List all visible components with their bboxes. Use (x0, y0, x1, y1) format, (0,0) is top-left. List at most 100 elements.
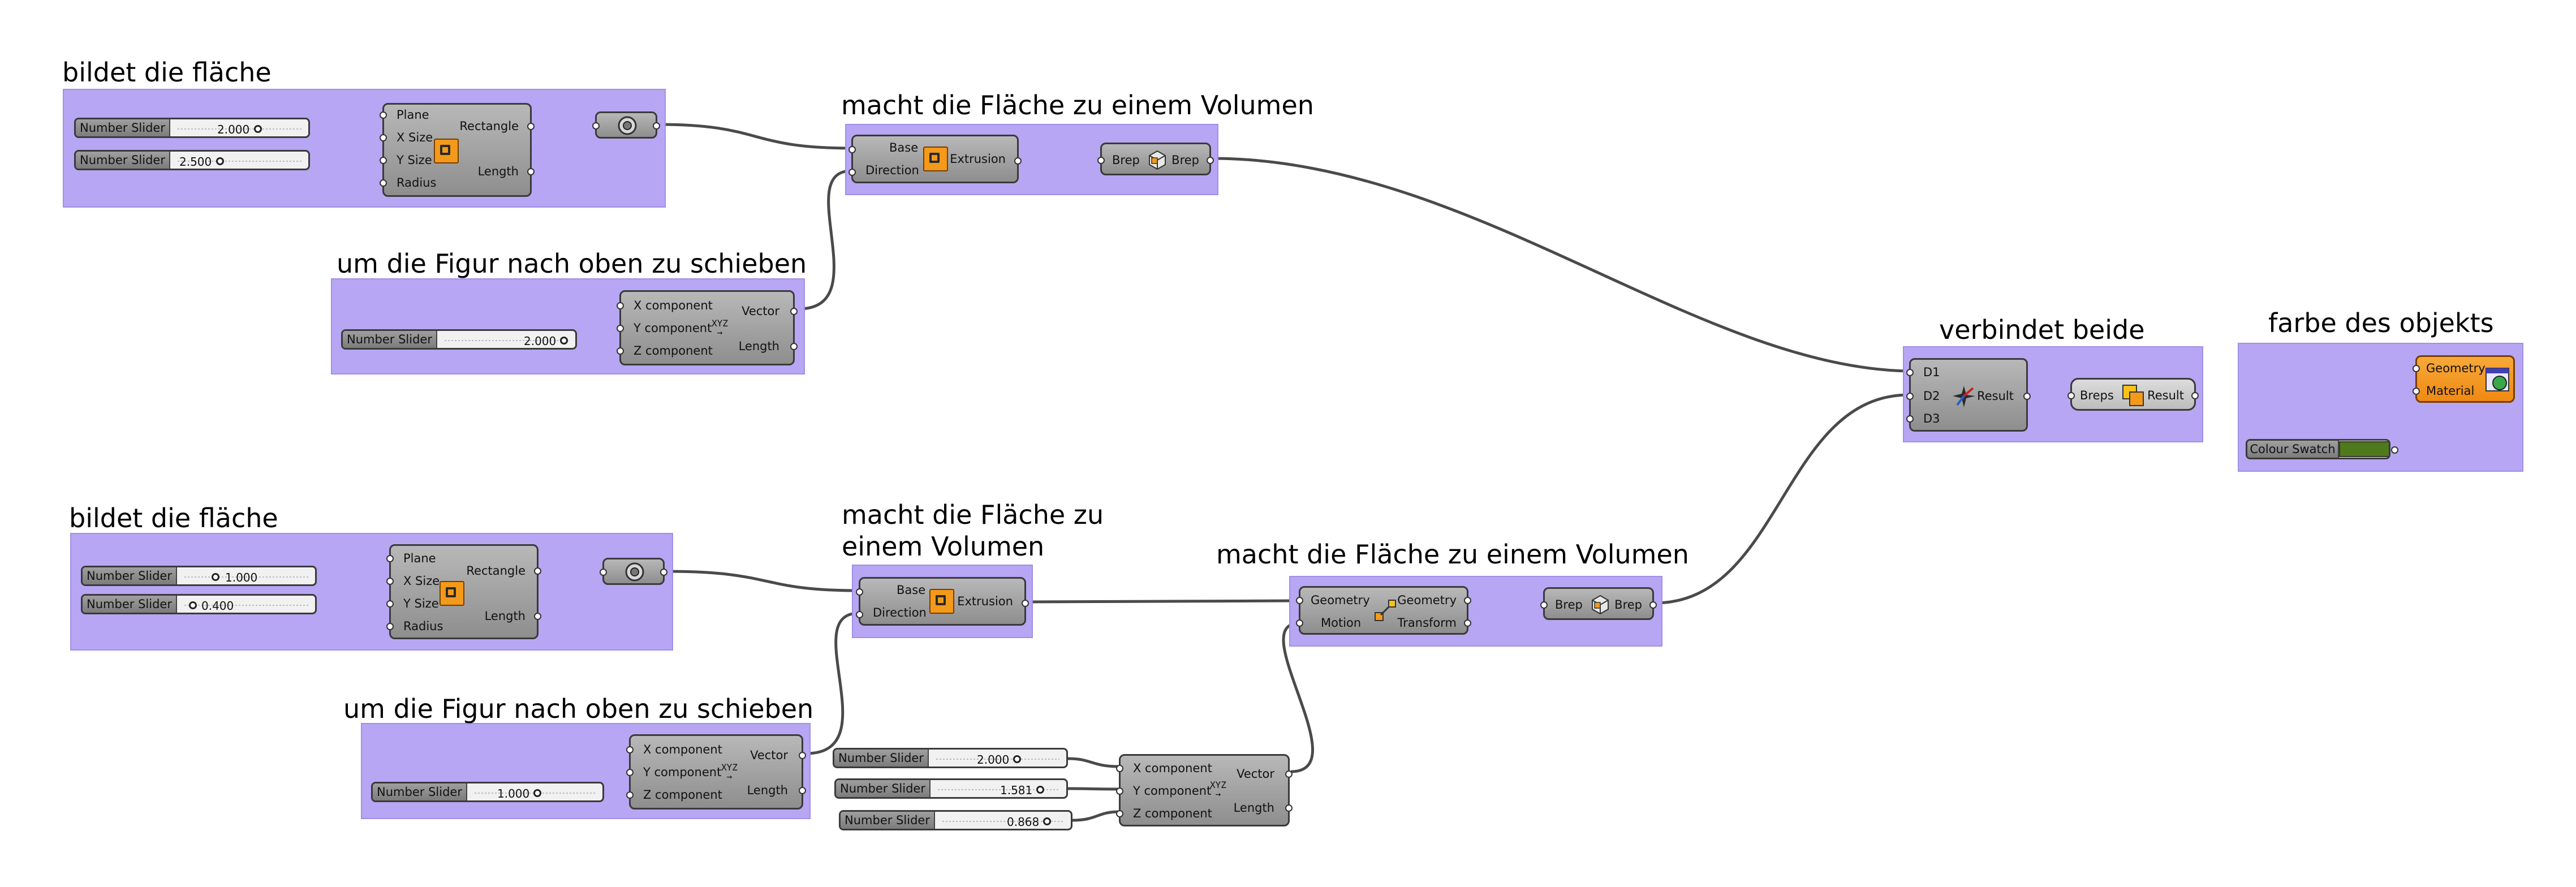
output-port[interactable] (660, 569, 667, 576)
output-port[interactable] (1022, 600, 1029, 607)
input-port[interactable] (386, 555, 394, 562)
input-port[interactable] (856, 588, 863, 596)
output-port[interactable] (1285, 770, 1293, 778)
number-slider[interactable]: Number Slider 1.000 (81, 566, 317, 586)
output-port[interactable] (1014, 157, 1022, 165)
input-port[interactable] (1540, 601, 1548, 609)
output-port[interactable] (2023, 393, 2031, 400)
input-port[interactable] (1116, 765, 1123, 772)
output-length-label: Length (484, 609, 525, 623)
input-port[interactable] (2413, 387, 2420, 395)
move-component[interactable]: Geometry Motion Geometry Transform (1296, 586, 1471, 635)
input-port[interactable] (380, 111, 387, 119)
solid-union-component[interactable]: D1 D2 D3 Result (1906, 358, 2031, 432)
rectangle-icon (440, 581, 464, 606)
slider-grip[interactable] (560, 337, 568, 345)
slider-grip[interactable] (1013, 755, 1021, 763)
xyz-letters: XYZ (1210, 780, 1226, 790)
brep-output-label: Brep (1171, 153, 1199, 167)
input-port[interactable] (386, 623, 394, 630)
input-port[interactable] (617, 302, 624, 309)
output-port[interactable] (534, 567, 541, 575)
input-port[interactable] (617, 347, 624, 355)
rectangle-component[interactable]: Plane X Size Y Size Radius Rectangle Len… (380, 103, 535, 197)
number-slider[interactable]: Number Slider 2.000 (74, 118, 310, 138)
input-port[interactable] (1906, 393, 1914, 400)
output-port[interactable] (799, 787, 806, 794)
input-port[interactable] (380, 179, 387, 187)
input-port[interactable] (626, 791, 634, 799)
panel-icon (618, 116, 637, 135)
number-slider[interactable]: Number Slider 2.000 (833, 748, 1068, 768)
input-x-label: X component (1133, 761, 1212, 775)
output-rectangle-label: Rectangle (459, 119, 519, 133)
extrude-component[interactable]: Base Direction Extrusion (848, 135, 1022, 183)
output-port[interactable] (1649, 601, 1657, 609)
input-port[interactable] (1906, 369, 1914, 376)
input-port[interactable] (1906, 415, 1914, 423)
slider-grip[interactable] (1043, 817, 1051, 825)
output-port[interactable] (1285, 804, 1293, 812)
input-port[interactable] (1116, 810, 1123, 817)
output-port[interactable] (527, 123, 535, 130)
panel-icon (625, 562, 644, 582)
slider-name: Number Slider (83, 567, 177, 584)
input-port[interactable] (617, 325, 624, 332)
number-slider[interactable]: Number Slider 0.400 (81, 594, 317, 614)
slider-grip[interactable] (1036, 786, 1044, 794)
input-port[interactable] (386, 600, 394, 608)
input-port[interactable] (626, 769, 634, 776)
output-port[interactable] (1207, 157, 1214, 164)
input-y-label: Y component (643, 765, 722, 779)
input-port[interactable] (592, 122, 600, 130)
input-port[interactable] (1296, 597, 1303, 604)
number-slider[interactable]: Number Slider 2.500 (74, 150, 310, 170)
input-port[interactable] (626, 746, 634, 753)
slider-track (942, 821, 1064, 822)
input-port[interactable] (848, 169, 856, 176)
input-port[interactable] (856, 611, 863, 618)
input-port[interactable] (1116, 787, 1123, 795)
input-port[interactable] (2413, 365, 2420, 372)
output-port[interactable] (653, 122, 660, 130)
input-d3-label: D3 (1923, 412, 1940, 425)
output-port[interactable] (527, 168, 535, 175)
output-port[interactable] (534, 613, 541, 620)
slider-grip[interactable] (533, 789, 541, 797)
custom-preview-component[interactable]: Geometry Material (2413, 355, 2515, 403)
output-port[interactable] (2191, 392, 2199, 399)
number-slider[interactable]: Number Slider 2.000 (341, 329, 577, 350)
input-port[interactable] (848, 146, 856, 153)
brep-param[interactable]: Brep Brep (1540, 587, 1657, 620)
breps-param[interactable]: Breps Result (2067, 378, 2199, 411)
input-port[interactable] (380, 157, 387, 164)
input-port[interactable] (386, 578, 394, 585)
input-port[interactable] (2067, 392, 2075, 399)
input-port[interactable] (380, 134, 387, 141)
panel-node[interactable] (592, 111, 660, 139)
output-port[interactable] (1464, 619, 1471, 627)
slider-grip[interactable] (212, 573, 219, 581)
input-port[interactable] (1097, 157, 1105, 164)
output-port[interactable] (799, 752, 806, 759)
output-port[interactable] (1464, 597, 1471, 604)
number-slider[interactable]: Number Slider 0.868 (839, 810, 1072, 830)
colour-swatch[interactable]: Colour Swatch (2246, 439, 2390, 459)
slider-grip[interactable] (254, 125, 262, 133)
input-port[interactable] (1296, 619, 1303, 627)
vector-xyz-component[interactable]: X component Y component Z component Vect… (1116, 754, 1293, 826)
number-slider[interactable]: Number Slider 1.581 (834, 778, 1068, 799)
slider-grip[interactable] (216, 157, 224, 165)
rectangle-component[interactable]: Plane X Size Y Size Radius Rectangle Len… (386, 544, 541, 639)
output-port[interactable] (790, 308, 798, 315)
vector-xyz-component[interactable]: X component Y component Z component Vect… (626, 734, 806, 810)
panel-node[interactable] (600, 558, 667, 585)
slider-grip[interactable] (189, 601, 197, 609)
output-port[interactable] (2391, 446, 2398, 454)
extrude-component[interactable]: Base Direction Extrusion (856, 577, 1029, 626)
number-slider[interactable]: Number Slider 1.000 (371, 782, 604, 802)
brep-param[interactable]: Brep Brep (1097, 143, 1214, 175)
input-port[interactable] (600, 569, 607, 576)
vector-xyz-component[interactable]: X component Y component Z component Vect… (617, 290, 798, 365)
output-port[interactable] (790, 343, 798, 350)
